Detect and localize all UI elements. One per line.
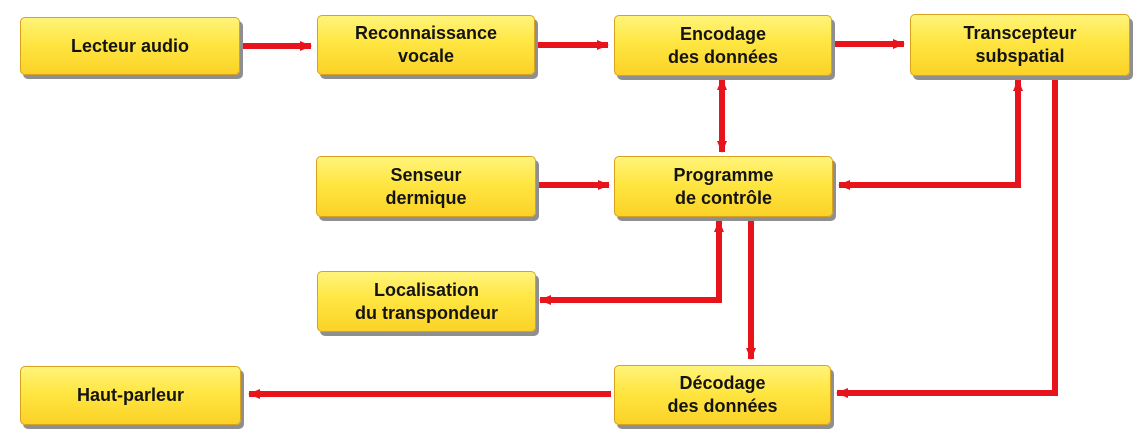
node-lecteur-audio: Lecteur audio (20, 17, 240, 75)
node-programme-controle: Programme de contrôle (614, 156, 833, 217)
node-reconnaissance-vocale: Reconnaissance vocale (317, 15, 535, 75)
node-localisation-transpondeur: Localisation du transpondeur (317, 271, 536, 332)
node-haut-parleur: Haut-parleur (20, 366, 241, 425)
node-reconnaissance-vocale-label: Reconnaissance vocale (354, 23, 498, 66)
node-haut-parleur-label: Haut-parleur (76, 385, 184, 405)
node-encodage-donnees: Encodage des données (614, 15, 832, 76)
node-senseur-dermique: Senseur dermique (316, 156, 536, 217)
arrow-programme-to-localisation (539, 220, 724, 305)
arrow-transcepteur-to-programme (838, 79, 1023, 190)
node-transcepteur-subspatial-label: Transcepteur subspatial (963, 23, 1077, 66)
arrow-transcepteur-to-decodage (836, 78, 1058, 398)
node-localisation-transpondeur-label: Localisation du transpondeur (355, 279, 498, 323)
node-decodage-donnees-label: Décodage des données (667, 373, 778, 416)
node-lecteur-audio-label: Lecteur audio (70, 35, 190, 56)
node-decodage-donnees: Décodage des données (614, 365, 831, 425)
node-senseur-dermique-label: Senseur dermique (385, 164, 467, 208)
node-encodage-donnees-label: Encodage des données (667, 23, 779, 67)
node-programme-controle-label: Programme de contrôle (673, 164, 774, 208)
node-transcepteur-subspatial: Transcepteur subspatial (910, 14, 1130, 76)
